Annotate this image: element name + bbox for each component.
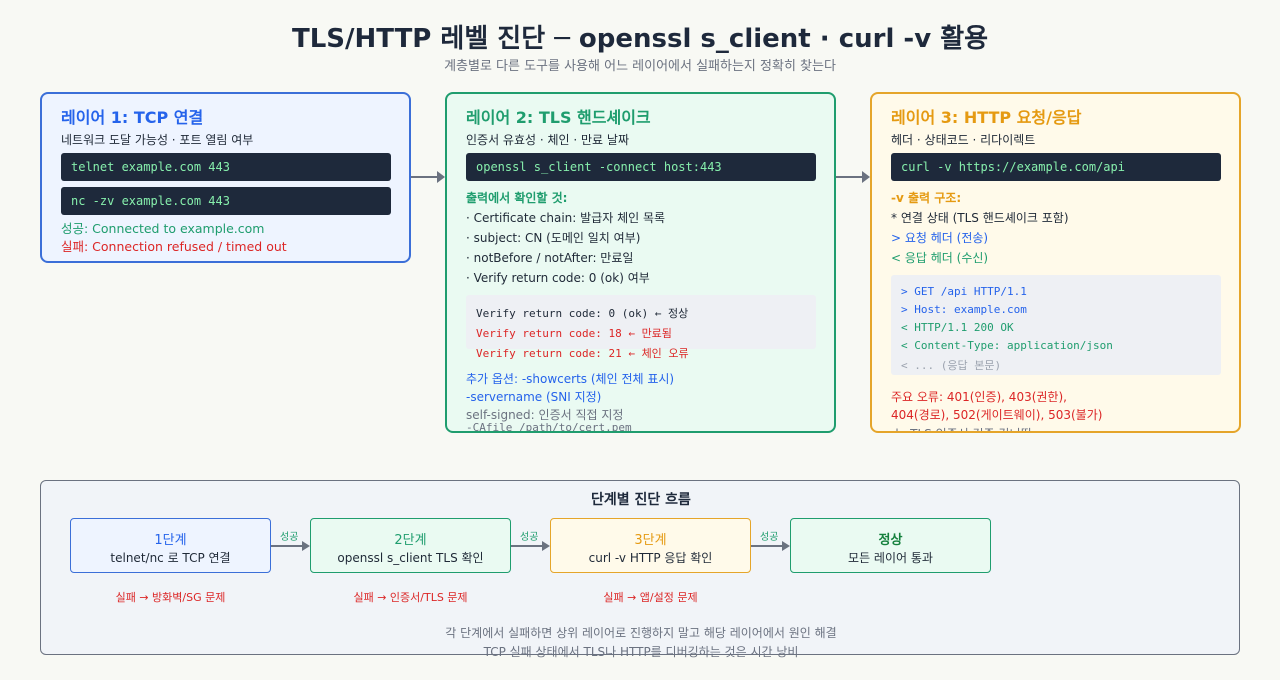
flow-step-label: 정상	[878, 533, 903, 548]
diagnosis-flow-panel: 단계별 진단 흐름 1단계 telnet/nc 로 TCP 연결 성공 2단계 …	[40, 480, 1240, 659]
flow-step-ok: 정상 모든 레이어 통과	[790, 518, 991, 573]
flow-success-label: 성공	[520, 532, 539, 543]
flow-step-desc: openssl s_client TLS 확인	[337, 551, 484, 565]
layer2-subtitle: 인증서 유효성 · 체인 · 만료 날짜	[466, 133, 629, 147]
layer2-title: 레이어 2: TLS 핸드셰이크	[466, 108, 651, 127]
layer2-check-item: · subject: CN (도메인 일치 여부)	[466, 231, 641, 245]
layer2-cmd: openssl s_client -connect host:443	[466, 153, 816, 181]
layer3-code-line: < HTTP/1.1 200 OK	[901, 321, 1014, 334]
flow-step-desc: telnet/nc 로 TCP 연결	[110, 551, 231, 565]
flow-step-label: 1단계	[154, 533, 187, 548]
layer3-struct-conn: * 연결 상태 (TLS 핸드셰이크 포함)	[891, 211, 1069, 225]
flow-note: TCP 실패 상태에서 TLS나 HTTP를 디버깅하는 것은 시간 낭비	[483, 645, 799, 659]
flow-step-desc: 모든 레이어 통과	[848, 551, 933, 565]
flow-step-failure: 실패 → 방화벽/SG 문제	[115, 591, 226, 604]
flow-arrow	[751, 541, 790, 550]
flow-note: 각 단계에서 실패하면 상위 레이어로 진행하지 말고 해당 레이어에서 원인 …	[445, 626, 837, 640]
layer3-errors: 404(경로), 502(게이트웨이), 503(불가)	[891, 408, 1103, 422]
layer3-struct-req: > 요청 헤더 (전송)	[891, 231, 989, 245]
layer3-structure-heading: -v 출력 구조:	[891, 191, 962, 205]
layer2-selfsigned: self-signed: 인증서 직접 지정	[466, 408, 624, 422]
flow-title: 단계별 진단 흐름	[591, 492, 691, 508]
layer2-verify-expired: Verify return code: 18 ← 만료됨	[476, 327, 672, 340]
layer2-check-item: · Verify return code: 0 (ok) 여부	[466, 271, 650, 285]
layer2-panel: 레이어 2: TLS 핸드셰이크 인증서 유효성 · 체인 · 만료 날짜 op…	[445, 92, 836, 433]
layer1-title: 레이어 1: TCP 연결	[61, 108, 204, 127]
layer2-check-item: · Certificate chain: 발급자 체인 목록	[466, 211, 666, 225]
layer3-panel: 레이어 3: HTTP 요청/응답 헤더 · 상태코드 · 리다이렉트 curl…	[870, 92, 1241, 433]
flow-success-label: 성공	[280, 532, 299, 543]
layer1-subtitle: 네트워크 도달 가능성 · 포트 열림 여부	[61, 133, 254, 147]
layer3-code-line: > Host: example.com	[901, 303, 1027, 316]
layer3-insecure-option: -k: TLS 인증서 검증 건너뜀	[891, 425, 1032, 431]
layer3-code-box	[891, 275, 1221, 375]
flow-step-failure: 실패 → 인증서/TLS 문제	[353, 591, 468, 604]
layer2-verify-ok: Verify return code: 0 (ok) ← 정상	[476, 307, 689, 320]
layer1-success: 성공: Connected to example.com	[61, 221, 265, 236]
layer3-cmd: curl -v https://example.com/api	[891, 153, 1221, 181]
layer3-code-line: < ... (응답 본문)	[901, 359, 1002, 372]
layer3-code-line: < Content-Type: application/json	[901, 339, 1113, 352]
layer2-cafile: -CAfile /path/to/cert.pem	[466, 421, 632, 433]
layer2-check-heading: 출력에서 확인할 것:	[466, 191, 568, 205]
layer1-cmd-nc: nc -zv example.com 443	[61, 187, 391, 215]
flow-step-failure: 실패 → 앱/설정 문제	[603, 591, 698, 604]
layer2-option-servername: -servername (SNI 지정)	[466, 390, 602, 404]
layer2-check-item: · notBefore / notAfter: 만료일	[466, 251, 634, 265]
layer1-panel: 레이어 1: TCP 연결 네트워크 도달 가능성 · 포트 열림 여부 tel…	[40, 92, 411, 263]
flow-step-3: 3단계 curl -v HTTP 응답 확인	[550, 518, 751, 573]
page-subtitle: 계층별로 다른 도구를 사용해 어느 레이어에서 실패하는지 정확히 찾는다	[444, 59, 836, 74]
flow-step-desc: curl -v HTTP 응답 확인	[588, 551, 713, 565]
arrow-layer1-to-layer2	[411, 171, 445, 183]
arrow-layer2-to-layer3	[836, 171, 870, 183]
flow-step-1: 1단계 telnet/nc 로 TCP 연결	[70, 518, 271, 573]
layer2-verify-codebox	[466, 295, 816, 349]
flow-arrow	[271, 541, 310, 550]
page-title: TLS/HTTP 레벨 진단 ─ openssl s_client · curl…	[291, 24, 989, 54]
flow-arrow	[511, 541, 550, 550]
flow-success-label: 성공	[760, 532, 779, 543]
flow-step-label: 2단계	[394, 533, 427, 548]
layer3-title: 레이어 3: HTTP 요청/응답	[891, 108, 1082, 127]
flow-step-label: 3단계	[634, 533, 667, 548]
layer1-failure: 실패: Connection refused / timed out	[61, 239, 287, 254]
layer1-cmd-telnet: telnet example.com 443	[61, 153, 391, 181]
layer2-option-showcerts: 추가 옵션: -showcerts (체인 전체 표시)	[466, 372, 675, 386]
layer3-errors: 주요 오류: 401(인증), 403(권한),	[891, 390, 1067, 404]
layer2-verify-chain-error: Verify return code: 21 ← 체인 오류	[476, 347, 689, 360]
flow-step-2: 2단계 openssl s_client TLS 확인	[310, 518, 511, 573]
layer3-struct-resp: < 응답 헤더 (수신)	[891, 251, 989, 265]
layer3-subtitle: 헤더 · 상태코드 · 리다이렉트	[891, 133, 1036, 147]
layer3-code-line: > GET /api HTTP/1.1	[901, 285, 1027, 298]
